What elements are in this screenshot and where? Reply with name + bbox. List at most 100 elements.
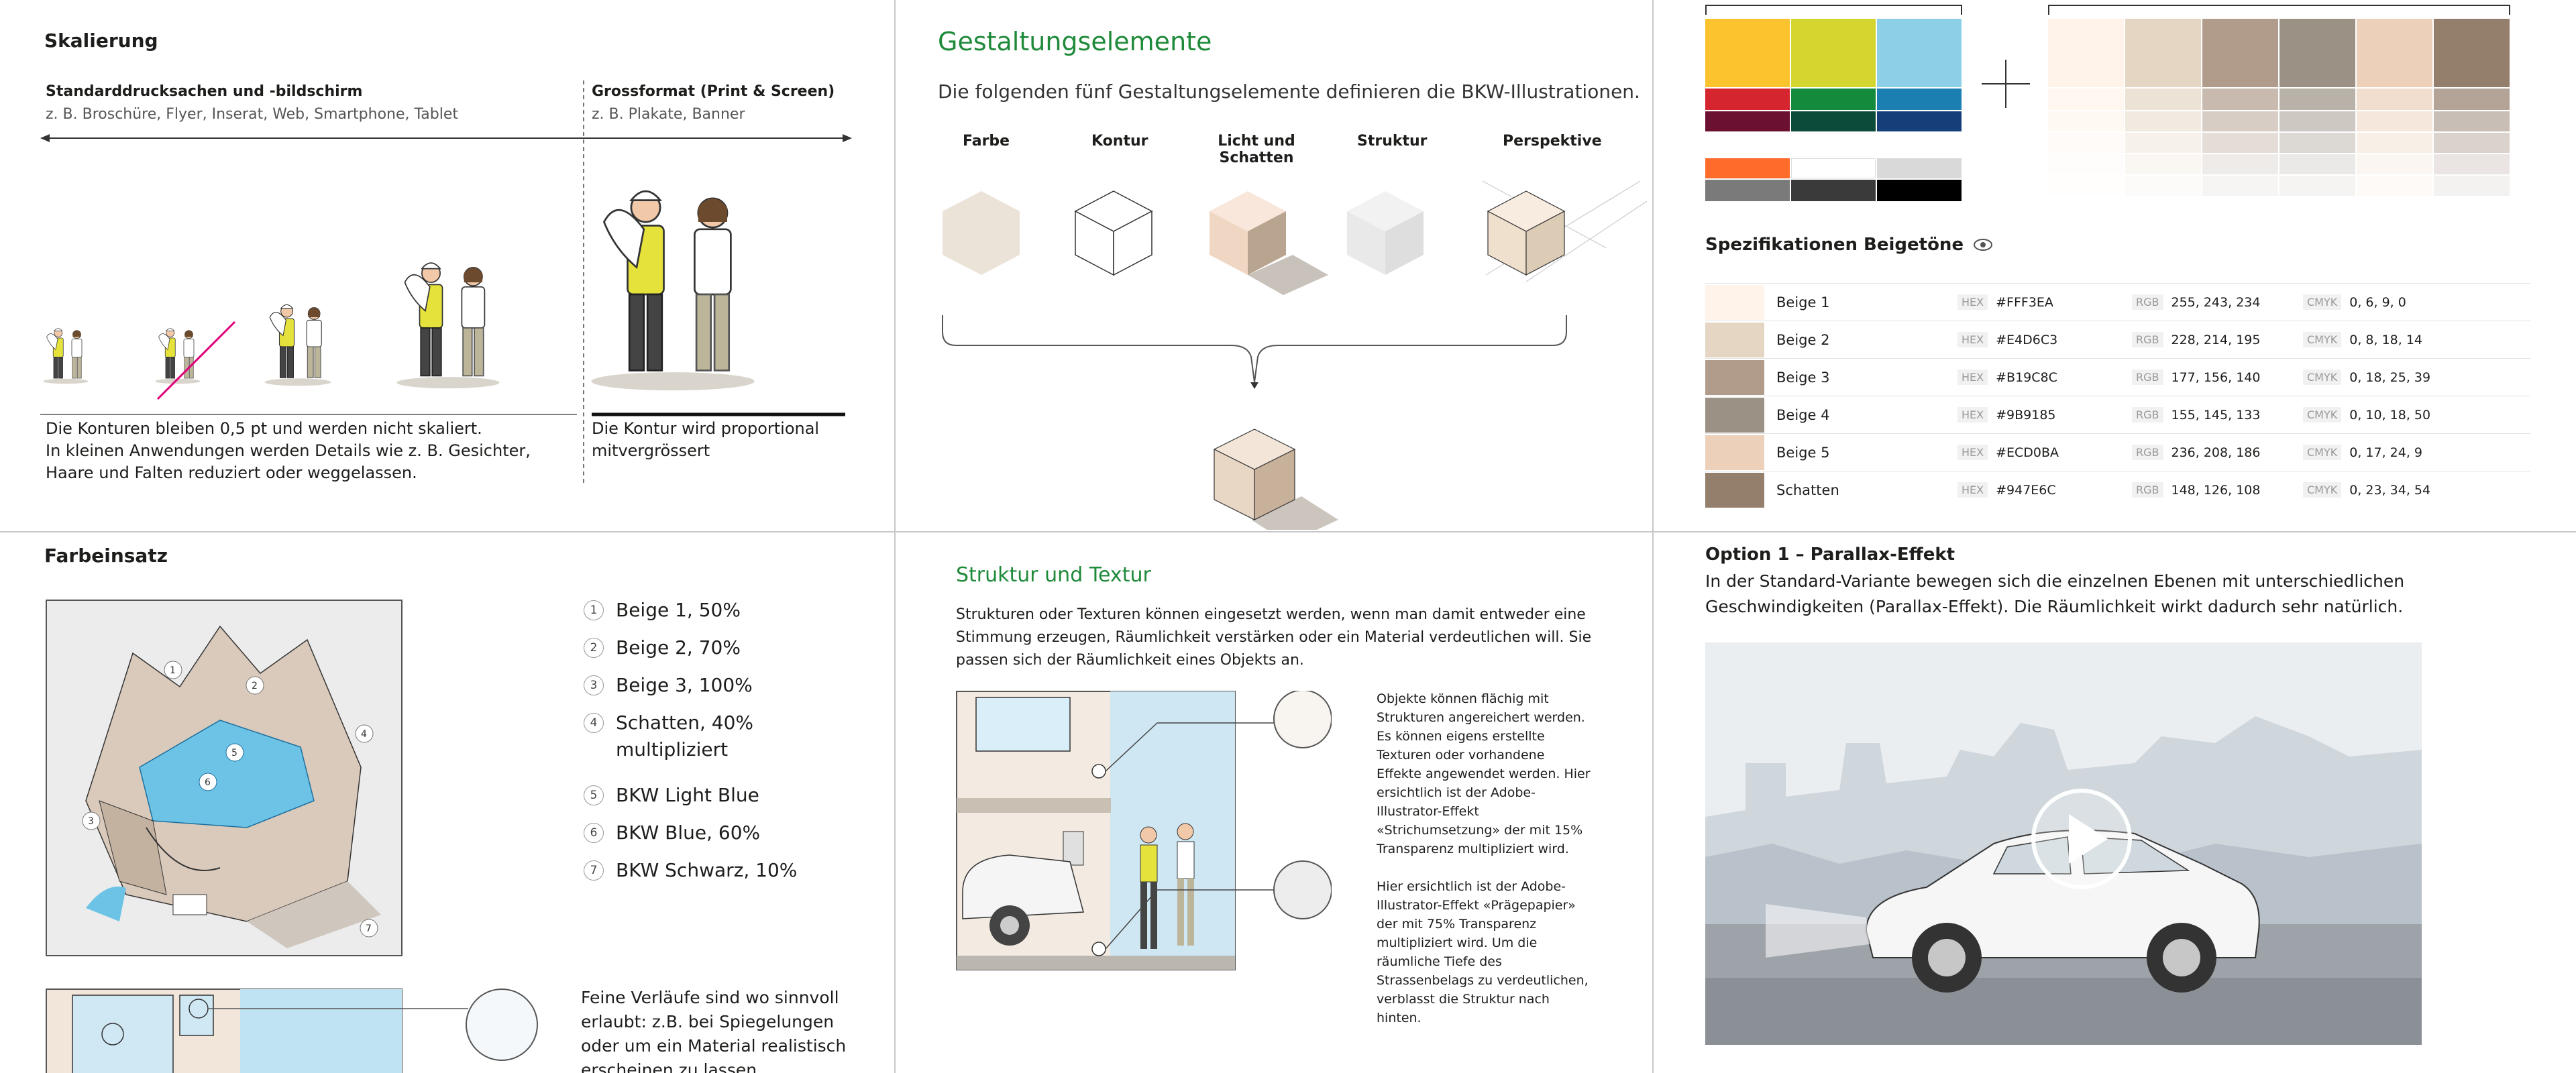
video-player[interactable] (1705, 642, 2422, 1045)
color-chip (1705, 397, 1764, 433)
beige-tint (2357, 19, 2432, 87)
color-chip (1705, 322, 1764, 357)
side2-line: Strassenbelags zu verdeutlichen, (1377, 973, 1589, 988)
beige-tint (2279, 19, 2355, 87)
legend-number: 7 (584, 860, 604, 881)
kontur-cube (1074, 190, 1153, 276)
verlauf-text: Feine Verläufe sind wo sinnvoll erlaubt:… (581, 986, 846, 1073)
side2-line: Hier ersichtlich ist der Adobe- (1377, 879, 1566, 894)
cmyk-value: 0, 10, 18, 50 (2349, 407, 2431, 422)
hex-label: HEX (1957, 482, 1988, 498)
beige-tint (2202, 176, 2278, 196)
swatch-wine (1705, 111, 1790, 131)
color-chip (1705, 435, 1764, 470)
color-name: Beige 3 (1776, 369, 1830, 386)
beige-tint (2434, 176, 2510, 196)
play-button[interactable] (2031, 789, 2132, 889)
legend-text: Schatten, 40% (616, 712, 754, 734)
panel-gestaltung: Gestaltungselemente Die folgenden fünf G… (896, 0, 1652, 531)
legend-number: 2 (584, 638, 604, 658)
cmyk-label: CMYK (2303, 407, 2342, 422)
design-elements-graphic (942, 181, 1647, 530)
hex-cell: HEX#ECD0BA (1957, 445, 2132, 460)
legend-number: 4 (584, 713, 604, 733)
intro-line-2: Stimmung erzeugen, Räumlichkeit verstärk… (956, 629, 1592, 646)
cmyk-value: 0, 18, 25, 39 (2349, 370, 2431, 385)
svg-text:3: 3 (88, 816, 94, 827)
rgb-value: 177, 156, 140 (2171, 370, 2261, 385)
side1-line: ersichtlich ist der Adobe- (1377, 785, 1536, 800)
swatch-green (1791, 89, 1876, 110)
legend-text-wrap: Beige 1, 50% (616, 597, 741, 624)
beige-tint (2357, 111, 2432, 131)
legend-text-wrap: Beige 3, 100% (616, 672, 753, 699)
legend-number: 3 (584, 675, 604, 695)
swatch-lime (1791, 19, 1876, 87)
beige-tint (2434, 111, 2510, 131)
parallax-line-1: In der Standard-Variante bewegen sich di… (1705, 571, 2405, 591)
note-left-1: Die Konturen bleiben 0,5 pt und werden n… (46, 419, 482, 438)
hex-value: #FFF3EA (1996, 294, 2053, 310)
color-chip (1705, 284, 1764, 320)
swatch-grey (1705, 180, 1790, 201)
swatch-red (1705, 89, 1790, 110)
swatch-lightblue (1877, 19, 1962, 87)
legend-text-wrap: Schatten, 40%multipliziert (616, 710, 753, 763)
beige-tint (2125, 176, 2201, 196)
gross-heading: Grossformat (Print & Screen) (592, 83, 835, 100)
section-title: Skalierung (44, 30, 158, 52)
spec-title-text: Spezifikationen Beigetöne (1705, 235, 1964, 255)
rgb-value: 228, 214, 195 (2171, 332, 2261, 347)
cmyk-cell: CMYK 0, 23, 34, 54 (2303, 482, 2457, 498)
beige-tint (2125, 154, 2201, 174)
panel-struktur: Struktur und Textur Strukturen oder Text… (896, 532, 1652, 1073)
side1-line: «Strichumsetzung» der mit 15% (1377, 823, 1583, 838)
verlauf-line-3: oder um ein Material realistisch (581, 1036, 847, 1056)
cmyk-label: CMYK (2303, 482, 2342, 498)
scale-arrow (40, 134, 852, 142)
beige-tint (2202, 111, 2278, 131)
bracket-beige (2048, 5, 2510, 15)
rgb-value: 155, 145, 133 (2171, 407, 2261, 422)
struktur-intro: Strukturen oder Texturen können eingeset… (956, 604, 1591, 672)
label-licht: Licht und Schatten (1216, 133, 1297, 166)
side1-line: Strukturen angereichert werden. (1377, 710, 1585, 725)
farbe-hex (943, 191, 1020, 275)
label-licht-1: Licht und (1218, 133, 1295, 150)
panel-parallax: Option 1 – Parallax-Effekt In der Standa… (1654, 532, 2576, 1073)
svg-text:7: 7 (366, 923, 372, 934)
intro-text: Die folgenden fünf Gestaltungselemente d… (938, 80, 1640, 103)
beige-tint (2357, 133, 2432, 153)
mountain-dam-illustration: 1 2 3 4 5 6 7 (46, 600, 402, 956)
cmyk-cell: CMYK 0, 10, 18, 50 (2303, 407, 2457, 422)
baseline-lines (40, 412, 845, 416)
svg-text:5: 5 (231, 748, 237, 758)
beige-tint (2048, 133, 2124, 153)
ev-charging-illustration (956, 691, 1332, 970)
cmyk-label: CMYK (2303, 445, 2342, 460)
beige-tint (2279, 154, 2355, 174)
legend-item: 4 Schatten, 40%multipliziert (584, 710, 753, 763)
hex-cell: HEX#947E6C (1957, 482, 2132, 498)
cmyk-label: CMYK (2303, 332, 2342, 347)
cmyk-value: 0, 23, 34, 54 (2349, 482, 2431, 498)
beige-tint (2202, 89, 2278, 110)
swatch-black (1877, 180, 1962, 201)
verlauf-line-2: erlaubt: z.B. bei Spiegelungen (581, 1012, 835, 1031)
color-name: Beige 5 (1776, 444, 1830, 461)
scaling-illustrations (42, 190, 755, 400)
eye-icon[interactable] (1973, 238, 1993, 251)
beige-tint (2125, 111, 2201, 131)
cmyk-label: CMYK (2303, 294, 2342, 310)
side1-line: Transparenz multipliziert wird. (1377, 842, 1569, 856)
hex-cell: HEX#B19C8C (1957, 370, 2132, 385)
